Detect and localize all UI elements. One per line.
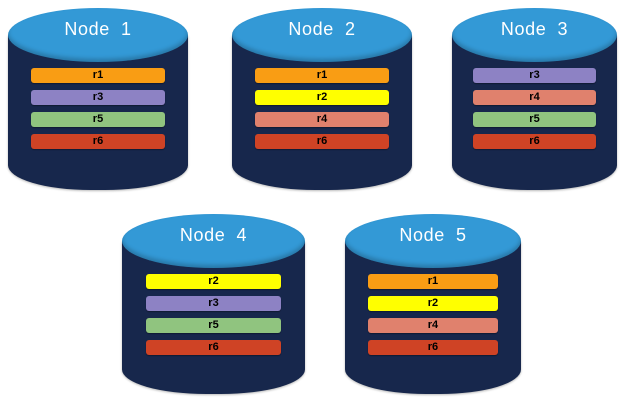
cylinder-top-ellipse <box>232 8 412 62</box>
node-cylinder-5[interactable]: Node 5 r1 r2 r4 r6 <box>345 214 521 394</box>
node-label: Node 2 <box>288 19 356 39</box>
replica-bar-r2[interactable]: r2 <box>145 274 282 289</box>
replica-bar-r6[interactable]: r6 <box>367 340 499 355</box>
cylinder-top-ellipse <box>8 8 188 62</box>
replica-bar-r5[interactable]: r5 <box>31 112 165 127</box>
replica-bar-r5[interactable]: r5 <box>473 112 596 127</box>
replica-bar-r6[interactable]: r6 <box>473 134 596 149</box>
replica-bar-r2[interactable]: r2 <box>255 90 389 105</box>
replica-bar-r6[interactable]: r6 <box>31 134 165 149</box>
replica-bar-r1[interactable]: r1 <box>31 68 165 83</box>
replica-list: r2 r3 r5 r6 <box>122 274 305 355</box>
node-label: Node 5 <box>399 225 467 245</box>
replica-list: r1 r2 r4 r6 <box>232 68 412 149</box>
cylinder-top-ellipse <box>345 214 521 268</box>
replica-bar-r4[interactable]: r4 <box>367 318 499 333</box>
replica-bar-r5[interactable]: r5 <box>145 318 282 333</box>
replica-bar-r2[interactable]: r2 <box>367 296 499 311</box>
replica-bar-r4[interactable]: r4 <box>255 112 389 127</box>
node-label: Node 1 <box>64 19 132 39</box>
replica-bar-r1[interactable]: r1 <box>255 68 389 83</box>
replica-bar-r1[interactable]: r1 <box>367 274 499 289</box>
node-label: Node 4 <box>179 225 248 245</box>
replica-list: r1 r2 r4 r6 <box>345 274 521 355</box>
node-label: Node 3 <box>500 19 569 39</box>
replica-bar-r3[interactable]: r3 <box>31 90 165 105</box>
node-cylinder-1[interactable]: Node 1 r1 r3 r5 r6 <box>8 8 188 190</box>
replica-bar-r6[interactable]: r6 <box>145 340 282 355</box>
cylinder-top-ellipse <box>122 214 305 268</box>
replica-bar-r4[interactable]: r4 <box>473 90 596 105</box>
replica-bar-r3[interactable]: r3 <box>145 296 282 311</box>
replica-bar-r6[interactable]: r6 <box>255 134 389 149</box>
node-cylinder-2[interactable]: Node 2 r1 r2 r4 r6 <box>232 8 412 190</box>
cylinder-top-ellipse <box>452 8 617 62</box>
replica-list: r3 r4 r5 r6 <box>452 68 617 149</box>
replica-bar-r3[interactable]: r3 <box>473 68 596 83</box>
replica-list: r1 r3 r5 r6 <box>8 68 188 149</box>
node-cylinder-3[interactable]: Node 3 r3 r4 r5 r6 <box>452 8 617 190</box>
node-cylinder-4[interactable]: Node 4 r2 r3 r5 r6 <box>122 214 305 394</box>
